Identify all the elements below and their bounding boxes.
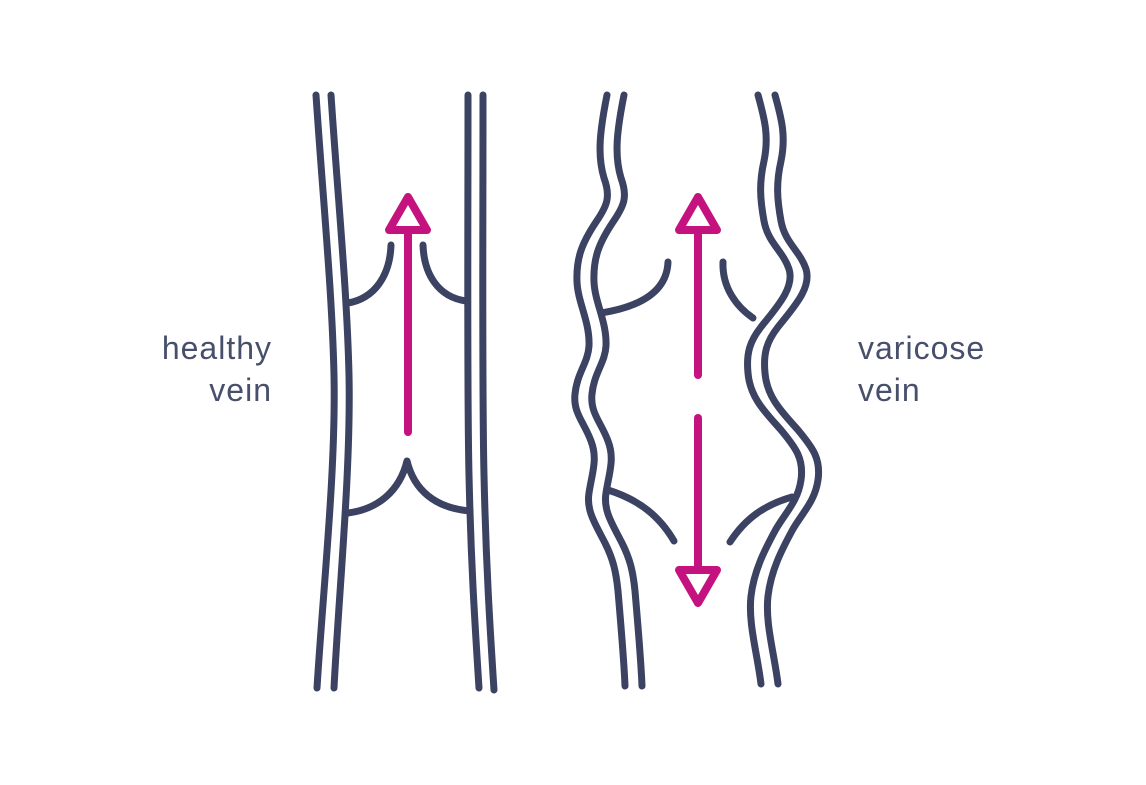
healthy-vein-wall-right-inner — [464, 91, 483, 692]
healthy-valve-closed — [344, 457, 474, 517]
varicose-vein-wall-left-outer — [571, 91, 629, 690]
healthy-vein-illustration — [312, 91, 498, 694]
healthy-vein-wall-left-outer — [312, 91, 338, 692]
healthy-vein-label-line2: vein — [209, 372, 272, 408]
down-arrow-head — [675, 566, 721, 607]
varicose-reflux-down-arrow-icon — [675, 414, 721, 607]
varicose-vein-illustration — [571, 91, 823, 690]
healthy-valve-upper-left-flap — [344, 241, 395, 307]
healthy-flow-up-arrow-icon — [385, 193, 431, 436]
healthy-vein-wall-left-inner — [327, 91, 353, 692]
varicose-vein-label-line1: varicose — [858, 330, 986, 366]
varicose-vein-wall-right-inner — [744, 91, 806, 688]
varicose-vein-wall-right-outer — [761, 91, 823, 688]
up-arrow-head — [675, 193, 721, 234]
up-arrow-head — [385, 193, 431, 234]
varicose-vein-wall-left-inner — [588, 91, 646, 690]
varicose-valve-upper-left-flap — [597, 258, 672, 317]
healthy-vein-wall-right-outer — [479, 91, 498, 694]
healthy-vein-label-line1: healthy — [161, 330, 272, 366]
varicose-valve-lower-right-flap — [726, 493, 796, 546]
varicose-valve-upper-right-flap — [719, 258, 757, 322]
varicose-valve-lower-left-flap — [604, 486, 678, 545]
varicose-vein-label-line2: vein — [858, 372, 921, 408]
healthy-valve-upper-right-flap — [419, 241, 470, 305]
healthy-vein-label: healthy vein — [80, 327, 272, 411]
varicose-flow-up-arrow-icon — [675, 193, 721, 379]
varicose-vein-label: varicose vein — [858, 327, 1078, 411]
